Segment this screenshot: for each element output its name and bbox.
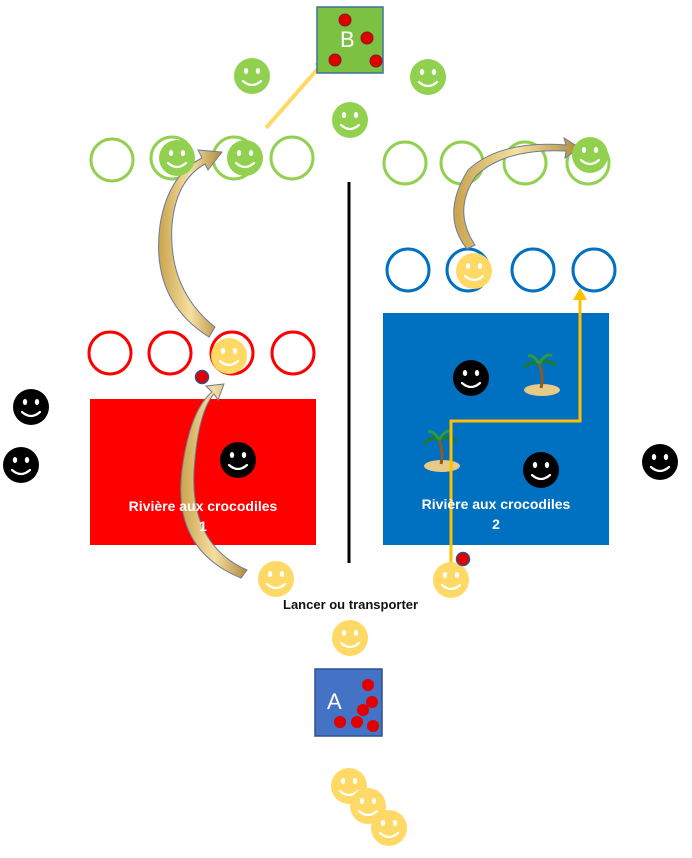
zone-1-title: Rivière aux crocodiles 1: [90, 496, 316, 536]
hoop-icon: [270, 330, 316, 376]
hoop-icon: [269, 135, 315, 181]
hoop-icon: [385, 247, 431, 293]
smiley-face-icon: [225, 138, 265, 178]
smiley-face-icon: [330, 618, 370, 658]
hoop-icon: [382, 140, 428, 186]
ball-icon: [369, 54, 383, 68]
ball-icon: [455, 551, 471, 567]
zone-2-number: 2: [492, 516, 500, 532]
box-b-label: B: [340, 27, 355, 52]
crocodile-smiley-icon: [218, 440, 258, 480]
ball-icon: [351, 716, 363, 728]
zone-2-river: [383, 313, 609, 545]
hoop-icon: [209, 330, 255, 376]
smiley-face-icon: [209, 336, 249, 376]
zone-1-title-text: Rivière aux crocodiles: [128, 498, 278, 514]
hoop-icon: [147, 330, 193, 376]
ball-icon: [334, 716, 346, 728]
ball-icon: [367, 720, 379, 732]
crocodile-smiley-icon: [451, 358, 491, 398]
ball-icon: [360, 31, 374, 45]
curved-arrow-icon: [453, 136, 581, 250]
ball-icon: [328, 53, 342, 67]
crocodile-smiley-icon: [521, 450, 561, 490]
smiley-face-icon: [431, 560, 471, 600]
hoop-icon: [510, 247, 556, 293]
smiley-face-icon: [570, 135, 610, 175]
crocodile-smiley-icon: [1, 445, 41, 485]
ball-icon: [357, 704, 369, 716]
crocodile-smiley-icon: [640, 442, 680, 482]
smiley-face-icon: [369, 808, 409, 848]
hoop-icon: [571, 247, 617, 293]
curved-arrow-icon: [158, 149, 223, 338]
smiley-face-icon: [454, 251, 494, 291]
zone-2-title: Rivière aux crocodiles 2: [383, 494, 609, 534]
hoop-icon: [89, 137, 135, 183]
path-arrow-zone-2: [449, 297, 582, 568]
zone-1-river: [90, 399, 316, 545]
smiley-face-icon: [330, 100, 370, 140]
smiley-face-icon: [256, 559, 296, 599]
curved-arrow-icon: [180, 383, 248, 579]
smiley-face-icon: [408, 57, 448, 97]
ball-icon: [366, 696, 378, 708]
crocodile-smiley-icon: [11, 387, 51, 427]
ball-icon: [338, 13, 352, 27]
throw-arrow: [264, 62, 324, 130]
hoop-icon: [87, 330, 133, 376]
smiley-face-icon: [232, 56, 272, 96]
ball-icon: [194, 369, 210, 385]
ball-icon: [362, 679, 374, 691]
path-arrow-head: [573, 288, 587, 300]
action-caption: Lancer ou transporter: [283, 597, 419, 612]
box-a-label: A: [327, 689, 342, 714]
hoop-icon: [502, 140, 548, 186]
zone-1-number: 1: [199, 518, 207, 534]
smiley-face-icon: [157, 138, 197, 178]
zone-2-title-text: Rivière aux crocodiles: [421, 496, 571, 512]
